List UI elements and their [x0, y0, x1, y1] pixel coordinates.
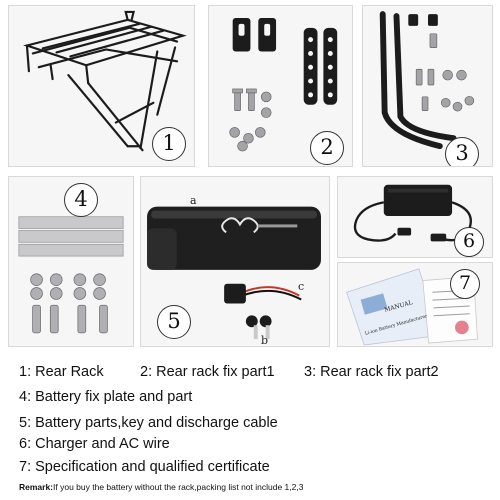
item-number-6: 6	[454, 227, 484, 257]
panel-rack-fix-part1: 2	[208, 5, 353, 167]
item-number-2: 2	[310, 131, 344, 165]
legend-item-1: 1: Rear Rack	[19, 364, 104, 380]
legend-item-4: 4: Battery fix plate and part	[19, 389, 193, 405]
panel-specification: MANUAL Li-ion Battery Manufacturer 7	[337, 262, 493, 347]
panel-battery-fix-plate: 4	[8, 176, 134, 347]
panel-rack-fix-part2: 3	[362, 5, 493, 167]
rack-fix-part2-image	[379, 11, 475, 150]
rear-rack-image	[23, 10, 187, 152]
panel-rear-rack: 1	[8, 5, 195, 167]
remark-note: Remark:If you buy the battery without th…	[19, 482, 303, 492]
packing-list-legend: 1: Rear Rack 2: Rear rack fix part1 3: R…	[0, 358, 500, 500]
battery-fix-plate-image	[18, 216, 124, 334]
item-number-3: 3	[445, 137, 479, 166]
remark-label: Remark:	[19, 482, 54, 492]
legend-item-2: 2: Rear rack fix part1	[140, 364, 275, 380]
legend-item-3: 3: Rear rack fix part2	[304, 364, 439, 380]
battery-label-a: a	[190, 194, 197, 207]
key-label-b: b	[261, 334, 269, 347]
discharge-cable-label-c: c	[298, 280, 305, 293]
battery-parts-image	[147, 206, 321, 340]
item-number-5: 5	[157, 305, 191, 339]
item-number-1: 1	[152, 127, 186, 161]
item-number-4: 4	[64, 183, 98, 217]
item-number-7: 7	[450, 269, 480, 299]
legend-item-7: 7: Specification and qualified certifica…	[19, 459, 270, 475]
legend-item-5: 5: Battery parts,key and discharge cable	[19, 415, 278, 431]
panel-charger: 6	[337, 176, 493, 258]
remark-text: If you buy the battery without the rack,…	[53, 482, 304, 492]
rack-fix-part1-image	[229, 17, 338, 152]
legend-item-6: 6: Charger and AC wire	[19, 436, 170, 452]
panel-battery-parts: a c b 5	[140, 176, 330, 347]
